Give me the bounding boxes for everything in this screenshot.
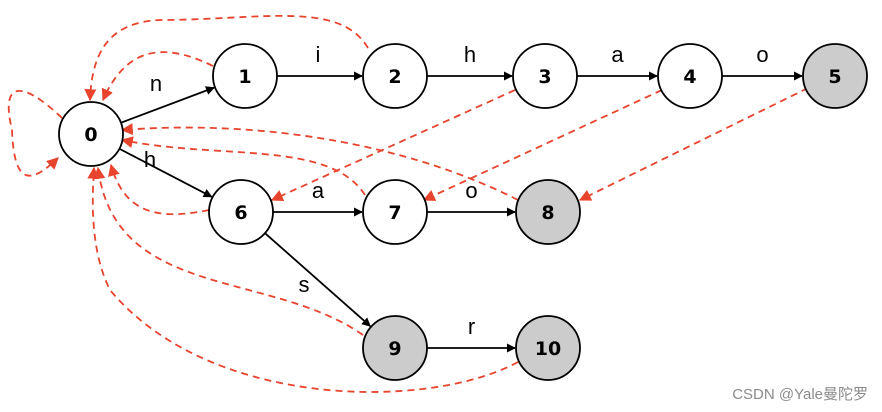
edge-label-0-to-1: n [150, 71, 162, 96]
fail-edge-5-to-8 [578, 87, 809, 201]
accept-state-circle-8 [515, 179, 581, 245]
fail-edge-8-to-0 [120, 123, 519, 201]
state-label-10: 10 [535, 338, 561, 360]
edge-label-6-to-7: a [312, 178, 325, 203]
goto-edge-0-to-6 [118, 147, 213, 198]
edge-label-1-to-2: i [316, 42, 321, 67]
state-circle-1 [212, 43, 278, 109]
state-6: 6 [208, 179, 274, 245]
state-label-7: 7 [388, 202, 401, 224]
goto-edge-0-to-1 [120, 86, 215, 124]
state-9: 9 [362, 315, 428, 381]
goto-edge-6-to-9 [264, 232, 371, 327]
fail-edge-4-to-7 [422, 89, 663, 201]
state-2: 2 [362, 43, 428, 109]
state-label-4: 4 [683, 66, 696, 88]
state-circle-7 [362, 179, 428, 245]
state-4: 4 [657, 43, 723, 109]
fail-edge-0-to-0 [7, 90, 63, 177]
edge-label-6-to-9: s [299, 272, 310, 297]
accept-state-circle-10 [515, 315, 581, 381]
state-1: 1 [212, 43, 278, 109]
fail-edge-2-to-0 [84, 14, 369, 102]
accept-state-circle-9 [362, 315, 428, 381]
state-circle-2 [362, 43, 428, 109]
state-circle-4 [657, 43, 723, 109]
fail-edge-7-to-0 [120, 136, 366, 196]
edge-label-0-to-6: h [144, 147, 156, 172]
failure-links [7, 14, 809, 393]
state-label-3: 3 [538, 66, 551, 88]
fail-edge-10-to-0 [87, 166, 519, 393]
edge-label-7-to-8: o [465, 178, 477, 203]
edge-label-2-to-3: h [464, 42, 476, 67]
state-circle-0 [58, 101, 124, 167]
state-10: 10 [515, 315, 581, 381]
state-3: 3 [512, 43, 578, 109]
state-label-1: 1 [238, 66, 251, 88]
fail-edge-3-to-6 [270, 89, 516, 202]
state-label-9: 9 [388, 338, 401, 360]
fail-edge-6-to-0 [108, 163, 210, 216]
state-circle-6 [208, 179, 274, 245]
state-5: 5 [802, 43, 868, 109]
state-8: 8 [515, 179, 581, 245]
edge-label-9-to-10: r [468, 314, 475, 339]
state-label-0: 0 [84, 124, 97, 146]
state-7: 7 [362, 179, 428, 245]
accept-state-circle-5 [802, 43, 868, 109]
watermark: CSDN @Yale曼陀罗 [732, 386, 868, 403]
state-label-2: 2 [388, 66, 401, 88]
state-circle-3 [512, 43, 578, 109]
state-label-5: 5 [828, 66, 841, 88]
state-0: 0 [58, 101, 124, 167]
edge-label-3-to-4: a [611, 42, 624, 67]
state-label-6: 6 [234, 202, 247, 224]
state-label-8: 8 [541, 202, 554, 224]
fail-edge-9-to-0 [93, 166, 364, 336]
states: 0 1 2 3 4 5 6 7 8 9 10 [58, 43, 868, 381]
goto-edges: n i h a o h a o s r [118, 42, 803, 353]
edge-label-4-to-5: o [756, 42, 768, 67]
